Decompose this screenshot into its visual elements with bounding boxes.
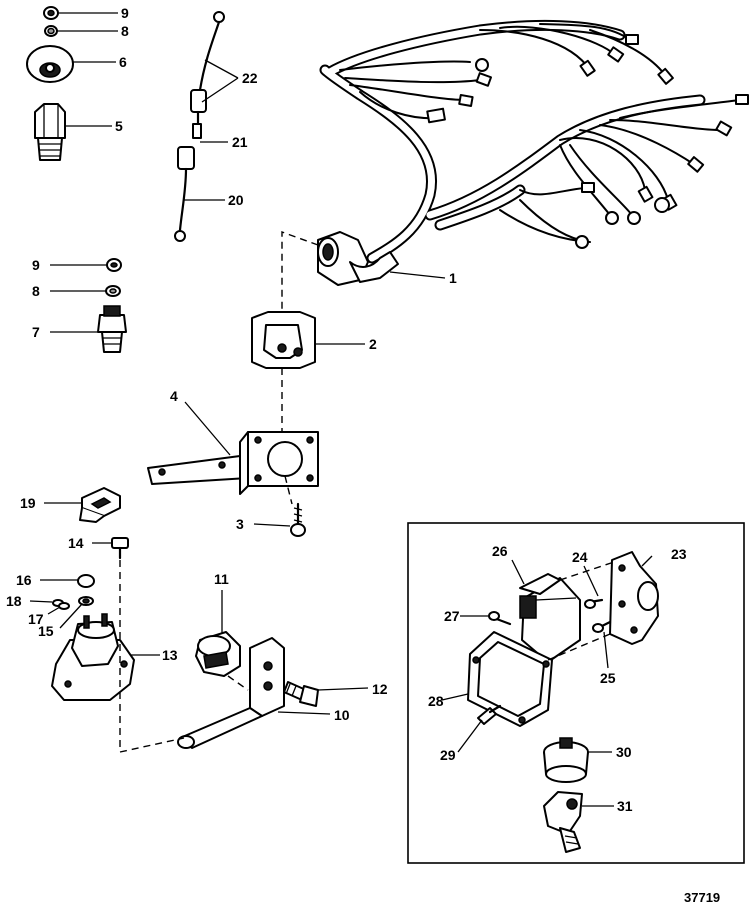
screw-24 <box>584 598 604 609</box>
callout-7: 7 <box>32 324 40 340</box>
callout-12: 12 <box>372 681 388 697</box>
callout-2: 2 <box>369 336 377 352</box>
fitting-31 <box>543 791 583 853</box>
bolt-14 <box>111 537 129 560</box>
callout-11: 11 <box>214 571 229 587</box>
screw-3 <box>290 502 306 537</box>
wiring-harness <box>317 19 749 286</box>
knock-sensor-30 <box>543 737 589 783</box>
callout-5: 5 <box>115 118 123 134</box>
callout-10: 10 <box>334 707 350 723</box>
callout-29: 29 <box>440 747 456 763</box>
ecm-module-26 <box>519 573 581 663</box>
sender-assembly-top <box>26 6 74 161</box>
inset-frame <box>407 522 745 864</box>
figure-number: 37719 <box>684 890 720 905</box>
connector-bracket <box>251 311 316 369</box>
bolt-12 <box>283 681 319 707</box>
callout-8-lower: 8 <box>32 283 40 299</box>
callout-22: 22 <box>242 70 258 86</box>
callout-14: 14 <box>68 535 84 551</box>
assembly-guide-lines-upper <box>281 231 319 505</box>
screw-27 <box>488 611 512 626</box>
callout-24: 24 <box>572 549 588 565</box>
temperature-sender-assembly <box>97 258 127 353</box>
screw-25 <box>592 620 612 633</box>
callout-8: 8 <box>121 23 129 39</box>
callout-16: 16 <box>16 572 32 588</box>
mounting-bracket <box>147 431 319 495</box>
callout-6: 6 <box>119 54 127 70</box>
assembly-guide-lines-lower <box>119 560 249 753</box>
callout-9-lower: 9 <box>32 257 40 273</box>
callout-18: 18 <box>6 593 22 609</box>
bracket-23 <box>609 551 659 645</box>
callout-30: 30 <box>616 744 632 760</box>
callout-3: 3 <box>236 516 244 532</box>
mounting-bracket-10 <box>177 637 285 749</box>
starter-solenoid <box>51 613 135 701</box>
ecm-module-28 <box>467 631 553 727</box>
callout-23: 23 <box>671 546 687 562</box>
callout-20: 20 <box>228 192 244 208</box>
callout-19: 19 <box>20 495 36 511</box>
callout-21: 21 <box>232 134 248 150</box>
screw-29 <box>477 704 502 725</box>
sender-wire-assembly <box>174 11 225 242</box>
callout-9: 9 <box>121 5 129 21</box>
callout-27: 27 <box>444 608 460 624</box>
callout-15: 15 <box>38 623 54 639</box>
callout-labels: 9 8 6 5 22 21 20 9 8 7 1 2 4 3 19 14 16 … <box>6 5 687 814</box>
leader-lines <box>29 12 653 807</box>
callout-4: 4 <box>170 388 178 404</box>
electrical-component-11 <box>195 631 241 677</box>
callout-26: 26 <box>492 543 508 559</box>
callout-28: 28 <box>428 693 444 709</box>
callout-17: 17 <box>28 611 44 627</box>
callout-13: 13 <box>162 647 178 663</box>
callout-25: 25 <box>600 670 616 686</box>
callout-31: 31 <box>617 798 633 814</box>
clip-19 <box>79 487 121 523</box>
callout-1: 1 <box>449 270 457 286</box>
small-hardware <box>52 574 95 610</box>
